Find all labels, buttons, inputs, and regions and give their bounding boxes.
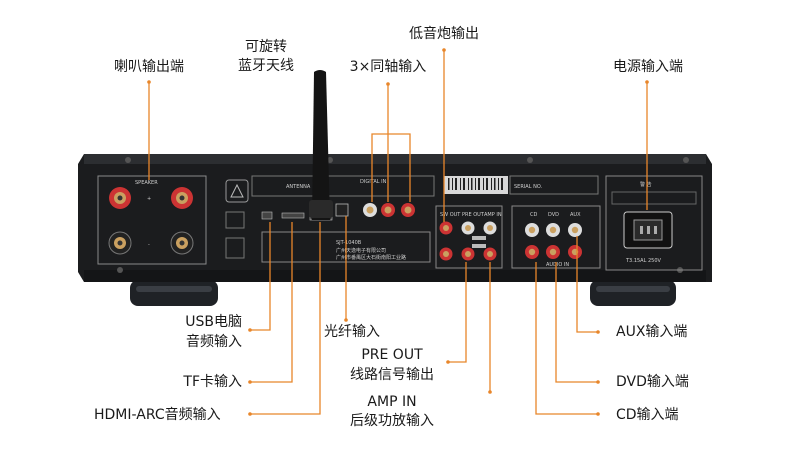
label-coax-in: 3×同轴输入 <box>349 59 427 75</box>
warning-panel-label: 警 告 <box>640 181 652 188</box>
usb-port <box>261 211 273 220</box>
coax-port-2 <box>381 203 395 217</box>
sw-out-jack <box>439 221 453 235</box>
bluetooth-antenna <box>312 70 330 220</box>
label-amp-in-line2: 后级功放输入 <box>350 413 434 429</box>
company-line-2: 广州市番禺区大石街南阳工业路 <box>336 254 406 261</box>
label-tf-in: TF卡输入 <box>183 374 242 390</box>
barcode <box>448 178 503 190</box>
label-cd-in: CD输入端 <box>616 407 679 423</box>
label-pre-out-line1: PRE OUT <box>361 347 423 363</box>
antenna-panel-label: ANTENNA <box>286 184 311 190</box>
sw-out-jack-2 <box>439 247 453 261</box>
label-usb-line2: 音频输入 <box>186 334 242 350</box>
tf-slot <box>281 212 305 219</box>
label-aux-in: AUX输入端 <box>616 324 688 340</box>
label-power-in: 电源输入端 <box>613 59 683 75</box>
sw-out-panel-label: SW OUT <box>440 212 461 218</box>
optical-port <box>335 203 349 217</box>
cd-panel-label: CD <box>530 212 537 218</box>
svg-text:-: - <box>148 242 150 248</box>
speaker-terminal-red-right <box>171 187 193 209</box>
amp-in-panel-label: AMP IN <box>484 212 502 218</box>
serial-label: SERIAL NO. <box>514 184 543 190</box>
pre-out-jack-r <box>461 247 475 261</box>
speaker-terminal-black-right <box>170 231 194 255</box>
aux-jack-l <box>568 223 582 237</box>
label-dvd-in: DVD输入端 <box>616 374 689 390</box>
digital-in-panel-label: DIGITAL IN <box>360 179 387 185</box>
speaker-terminal-red-left <box>109 187 131 209</box>
label-subwoofer-out: 低音炮输出 <box>409 26 479 42</box>
amp-in-jack-r <box>483 247 497 261</box>
dvd-jack-l <box>546 223 560 237</box>
label-optical-in: 光纤输入 <box>324 324 380 340</box>
cd-jack-l <box>525 223 539 237</box>
label-antenna-line1: 可旋转 <box>245 39 287 55</box>
label-amp-in-line1: AMP IN <box>367 394 417 410</box>
coax-port-3 <box>401 203 415 217</box>
label-hdmi-in: HDMI-ARC音频输入 <box>94 407 221 423</box>
cd-jack-r <box>525 245 539 259</box>
dvd-panel-label: DVD <box>548 212 559 218</box>
label-pre-out-line2: 线路信号输出 <box>350 367 434 383</box>
dvd-jack-r <box>546 245 560 259</box>
label-speaker-out: 喇叭输出端 <box>114 59 184 75</box>
coax-port-1 <box>363 203 377 217</box>
speaker-panel-label: SPEAKER <box>135 180 158 186</box>
label-antenna-line2: 蓝牙天线 <box>238 58 294 74</box>
fuse-label: T3.15AL 250V <box>625 258 662 264</box>
aux-panel-label: AUX <box>570 212 581 218</box>
pre-out-jack-l <box>461 221 475 235</box>
speaker-terminal-black-left <box>108 231 132 255</box>
svg-text:+: + <box>147 196 151 202</box>
audio-in-panel-label: AUDIO IN <box>546 262 569 268</box>
company-line-1: 广州天逸电子有限公司 <box>336 247 386 254</box>
label-usb-line1: USB电脑 <box>185 314 242 330</box>
amp-in-jack-l <box>483 221 497 235</box>
model-text: SJT-1040B <box>336 240 362 246</box>
pre-out-panel-label: PRE OUT <box>462 212 485 218</box>
